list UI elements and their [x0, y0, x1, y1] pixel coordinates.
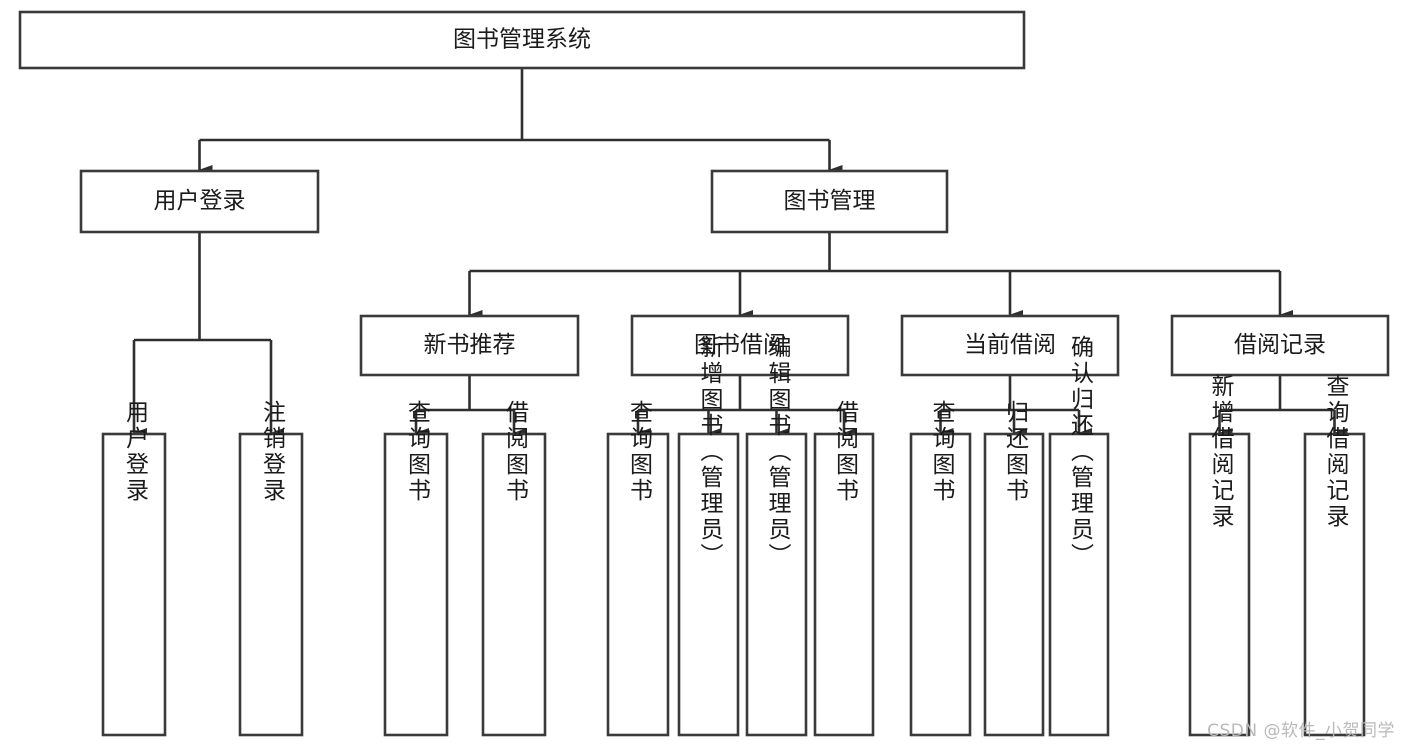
node-new-book-recommend[interactable]: 新书推荐 [359, 314, 580, 377]
node-box [238, 432, 304, 737]
node-label: 用户登录 [122, 400, 150, 504]
node-box [983, 432, 1045, 737]
node-leaf-confirm-return[interactable]: 确认归还（管理员） [1048, 335, 1110, 737]
connector-layer [132, 68, 1348, 438]
node-box [101, 432, 167, 737]
node-leaf-logout[interactable]: 注销登录 [238, 400, 304, 737]
node-label: 确认归还（管理员） [1067, 335, 1095, 569]
node-user-login[interactable]: 用户登录 [79, 169, 320, 234]
node-box [710, 169, 949, 234]
node-box [18, 10, 1026, 70]
node-current-borrow[interactable]: 当前借阅 [900, 314, 1120, 377]
node-label: 借阅记录 [1234, 332, 1326, 358]
node-label: 查询借阅记录 [1322, 374, 1350, 530]
node-box [1048, 432, 1110, 737]
node-label: 注销登录 [259, 400, 287, 504]
node-leaf-query-book-cur[interactable]: 查询图书 [909, 400, 972, 737]
node-box [677, 432, 740, 737]
node-box [79, 169, 320, 234]
node-borrow-record[interactable]: 借阅记录 [1170, 314, 1390, 377]
node-box [909, 432, 972, 737]
node-label: 图书管理系统 [453, 27, 591, 53]
node-leaf-query-record[interactable]: 查询借阅记录 [1303, 374, 1366, 737]
node-label: 查询图书 [404, 400, 432, 504]
node-box [630, 314, 850, 377]
node-box [1303, 432, 1366, 737]
node-layer: 图书管理系统用户登录图书管理新书推荐图书借阅当前借阅借阅记录用户登录注销登录查询… [18, 10, 1390, 737]
node-leaf-borrow-book[interactable]: 借阅图书 [813, 400, 875, 737]
node-label: 查询图书 [928, 400, 956, 504]
node-label: 借阅图书 [502, 400, 530, 504]
node-label: 图书借阅 [694, 332, 786, 358]
node-label: 新书推荐 [424, 332, 516, 358]
node-leaf-query-book-rec[interactable]: 查询图书 [383, 400, 449, 737]
node-leaf-add-record[interactable]: 新增借阅记录 [1188, 374, 1251, 737]
node-box [481, 432, 547, 737]
node-label: 查询图书 [626, 400, 654, 504]
node-label: 用户登录 [154, 188, 246, 214]
node-leaf-borrow-book-rec[interactable]: 借阅图书 [481, 400, 547, 737]
node-leaf-user-login[interactable]: 用户登录 [101, 400, 167, 737]
node-leaf-return-book[interactable]: 归还图书 [983, 400, 1045, 737]
node-label: 新增图书（管理员） [696, 335, 724, 569]
node-leaf-query-book-borrow[interactable]: 查询图书 [606, 400, 670, 737]
node-box [813, 432, 875, 737]
node-box [383, 432, 449, 737]
node-book-manage[interactable]: 图书管理 [710, 169, 949, 234]
node-label: 图书管理 [784, 188, 876, 214]
node-root[interactable]: 图书管理系统 [18, 10, 1026, 70]
node-book-borrow[interactable]: 图书借阅 [630, 314, 850, 377]
node-leaf-edit-book[interactable]: 编辑图书（管理员） [745, 335, 808, 737]
node-box [1188, 432, 1251, 737]
node-leaf-add-book[interactable]: 新增图书（管理员） [677, 335, 740, 737]
node-label: 新增借阅记录 [1207, 374, 1235, 530]
node-label: 归还图书 [1002, 400, 1030, 504]
node-box [606, 432, 670, 737]
node-label: 编辑图书（管理员） [764, 335, 792, 569]
node-box [745, 432, 808, 737]
node-box [359, 314, 580, 377]
node-box [1170, 314, 1390, 377]
node-box [900, 314, 1120, 377]
node-label: 借阅图书 [832, 400, 860, 504]
node-label: 当前借阅 [964, 332, 1056, 358]
